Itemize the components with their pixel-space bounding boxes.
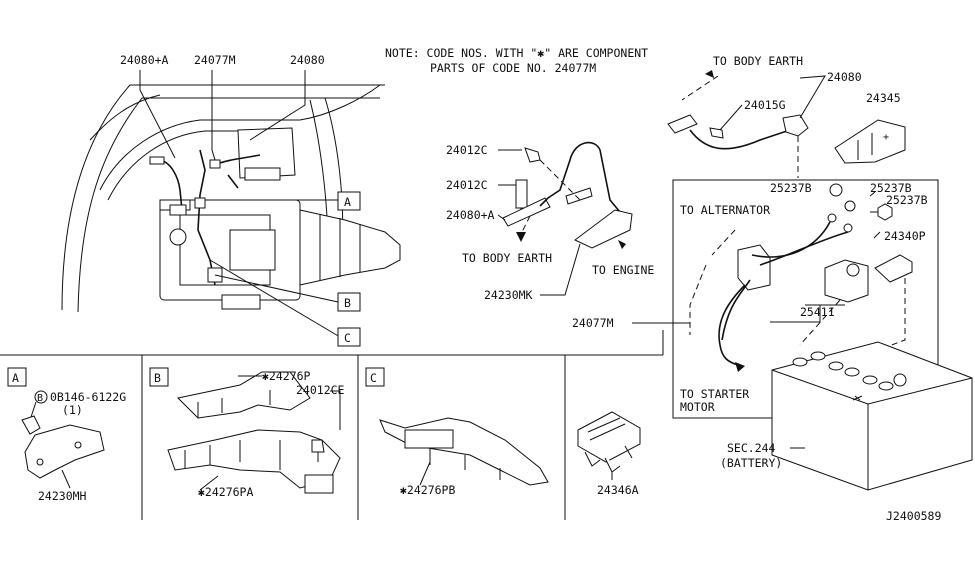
- to-engine-label: TO ENGINE: [592, 263, 654, 277]
- label-24080-engine: 24080: [290, 53, 325, 67]
- label-24012ce: 24012CE: [296, 383, 345, 397]
- callout-b-label: B: [344, 296, 351, 310]
- label-24340p: 24340P: [884, 229, 926, 243]
- arrow-starter-icon: [735, 362, 745, 372]
- label-qty: (1): [62, 403, 83, 417]
- panel-b-tag: B: [154, 371, 161, 385]
- panel-a-tag-box: [7, 367, 27, 387]
- callout-c-label: C: [344, 331, 351, 345]
- bolt-circle-icon: [34, 390, 48, 404]
- label-24012c-mid: 24012C: [446, 178, 488, 192]
- label-24230mh: 24230MH: [38, 489, 87, 503]
- clip-24346a: [577, 411, 641, 480]
- label-24276pb: ✱24276PB: [400, 483, 455, 497]
- svg-text:+: +: [883, 132, 889, 143]
- battery-cable-illustration: +: [632, 75, 973, 491]
- label-24015g: 24015G: [744, 98, 786, 112]
- note-line1: NOTE: CODE NOS. WITH "✱" ARE COMPONENT: [385, 46, 648, 60]
- label-25411: 25411: [800, 305, 835, 319]
- clip-24276p: [167, 371, 341, 494]
- label-25237b-2: 25237B: [870, 181, 912, 195]
- label-24346a: 24346A: [597, 483, 639, 497]
- label-24276pa: ✱24276PA: [198, 485, 253, 499]
- callout-a-label: A: [344, 195, 351, 209]
- label-0b146: 0B146-6122G: [50, 390, 126, 404]
- label-24080-right: 24080: [827, 70, 862, 84]
- engine-bay-illustration: [61, 70, 401, 338]
- battery-label: (BATTERY): [720, 456, 782, 470]
- to-body-earth-center: TO BODY EARTH: [462, 251, 552, 265]
- arrow-body-earth-icon: [705, 70, 714, 78]
- label-24230mk: 24230MK: [484, 288, 533, 302]
- ground-cable-illustration: [497, 141, 633, 296]
- label-24012c-top: 24012C: [446, 143, 488, 157]
- label-24276p: ✱24276P: [262, 369, 311, 383]
- label-24080a-center: 24080+A: [446, 208, 495, 222]
- clip-24276pb: [379, 417, 549, 486]
- callout-b-box[interactable]: [337, 292, 361, 312]
- arrow-engine-icon: [618, 240, 626, 249]
- arrow-down-icon: [516, 232, 526, 242]
- to-starter-line2: MOTOR: [680, 400, 715, 414]
- label-24077m-right: 24077M: [572, 316, 614, 330]
- callout-a-box[interactable]: [337, 191, 361, 211]
- label-25237b-3: 25237B: [886, 193, 928, 207]
- panel-c-tag-box: [365, 367, 385, 387]
- label-24345: 24345: [866, 91, 901, 105]
- panel-c-tag: C: [370, 371, 377, 385]
- diagram-id: J2400589: [886, 509, 941, 523]
- to-alternator-label: TO ALTERNATOR: [680, 203, 770, 217]
- panel-a-tag: A: [12, 371, 19, 385]
- to-body-earth-right: TO BODY EARTH: [713, 54, 803, 68]
- label-24080a-engine: 24080+A: [120, 53, 169, 67]
- label-24077m-engine: 24077M: [194, 53, 236, 67]
- note-line2: PARTS OF CODE NO. 24077M: [430, 61, 596, 75]
- bolt-circle-letter: B: [37, 393, 43, 404]
- panel-b-tag-box: [149, 367, 169, 387]
- bracket-24230mh: [21, 401, 105, 489]
- to-starter-line1: TO STARTER: [680, 387, 749, 401]
- sec244-label: SEC.244: [727, 441, 776, 455]
- callout-c-box[interactable]: [337, 327, 361, 347]
- label-25237b-1: 25237B: [770, 181, 812, 195]
